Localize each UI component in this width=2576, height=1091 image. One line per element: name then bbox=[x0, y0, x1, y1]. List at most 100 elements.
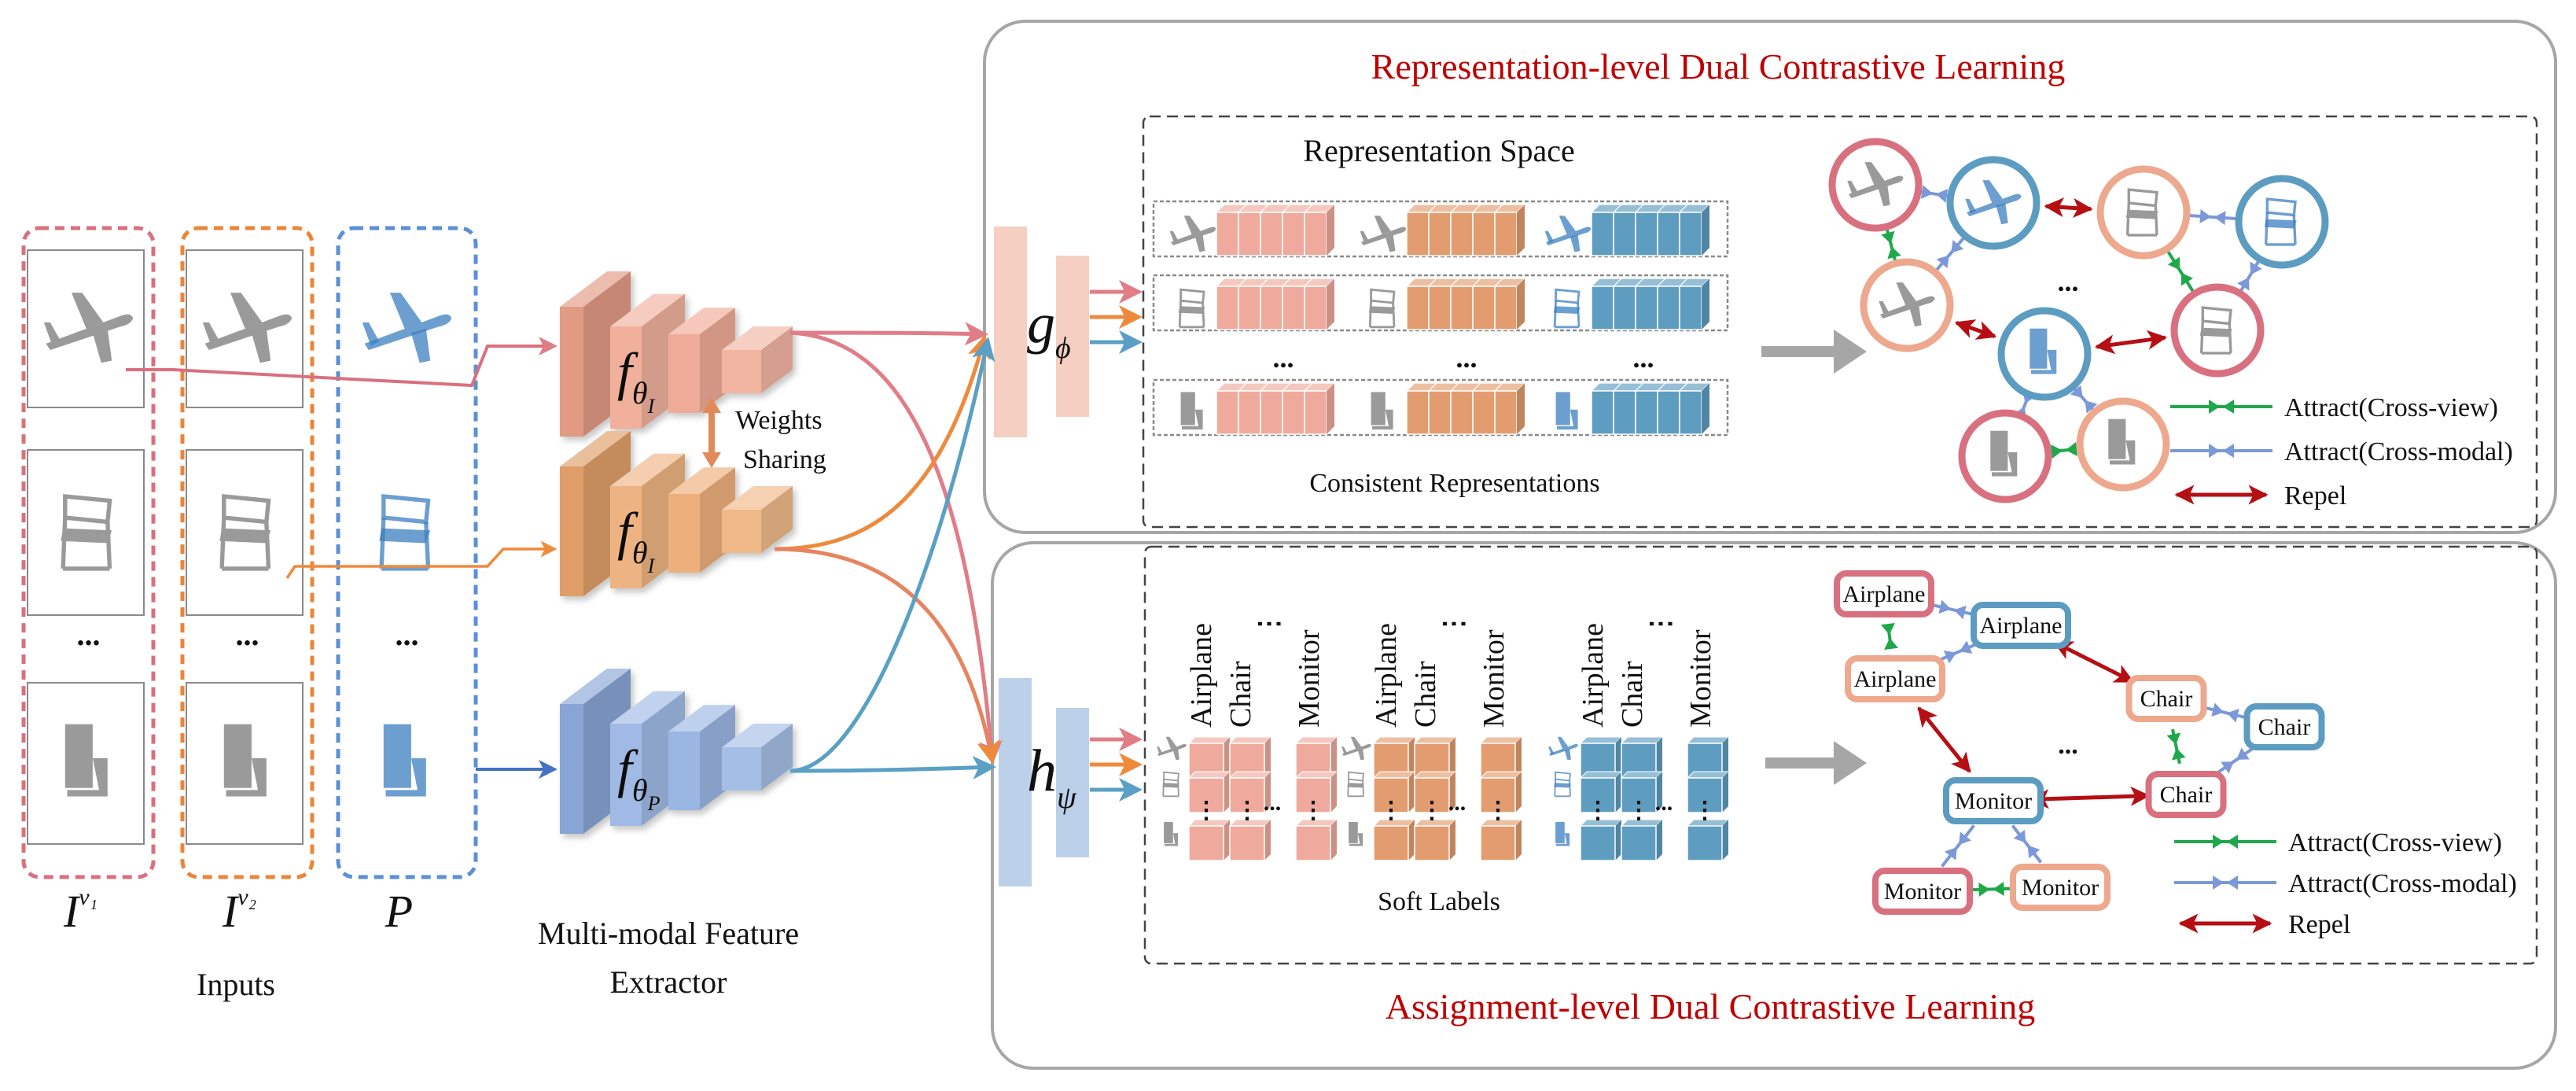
view1-to-g-arrow bbox=[789, 322, 988, 346]
node-label: Chair bbox=[2258, 714, 2311, 740]
node-box bbox=[2125, 675, 2207, 722]
cube-side bbox=[1408, 737, 1415, 778]
airplane-wing-shape bbox=[410, 329, 431, 363]
vector-cell bbox=[1428, 390, 1452, 435]
cube-side bbox=[1449, 772, 1455, 813]
graph-node-airplane bbox=[1860, 258, 1954, 352]
airplane-body-shape bbox=[1967, 194, 2022, 216]
edge-attract-view bbox=[2051, 441, 2077, 459]
inputs-caption: Inputs bbox=[197, 967, 275, 1002]
monitor-icon bbox=[1555, 821, 1570, 846]
input-column-view1: ...Iv₁ bbox=[21, 226, 156, 937]
airplane-body-shape bbox=[1171, 227, 1216, 245]
cube-side bbox=[1615, 772, 1621, 813]
vector-cell bbox=[1450, 212, 1474, 256]
vertical-ellipsis: ⋮ bbox=[1627, 798, 1650, 824]
monitor-stand-shape bbox=[226, 757, 267, 797]
chair-seat-shape bbox=[61, 528, 112, 544]
repel-arrow-icon bbox=[1954, 319, 1997, 340]
vector-cell bbox=[1406, 212, 1430, 256]
repel-arrow-icon bbox=[1917, 706, 1971, 773]
cube-top bbox=[1479, 736, 1523, 744]
airplane-wing-shape bbox=[1558, 216, 1576, 234]
vector-cell-side bbox=[1327, 205, 1334, 256]
attract-head-icon bbox=[1881, 230, 1895, 244]
vector-cell bbox=[1635, 286, 1658, 330]
chair-seat-shape bbox=[2264, 219, 2297, 229]
edge-attract-view bbox=[2170, 400, 2272, 414]
airplane-body-shape bbox=[1880, 296, 1935, 319]
input-to-encoder-arrow-view1 bbox=[126, 337, 558, 388]
vector-cell bbox=[1428, 286, 1452, 330]
layer-top-face bbox=[560, 271, 631, 307]
cube-side bbox=[1615, 737, 1621, 778]
attract-line bbox=[1935, 237, 1965, 271]
chair-leg-shape bbox=[1368, 300, 1396, 329]
vector-cell bbox=[1282, 212, 1305, 256]
chair-icon bbox=[1368, 288, 1396, 329]
weights-sharing-line1: Weights bbox=[735, 406, 822, 435]
attract-head-icon bbox=[2214, 211, 2226, 226]
attract-head-icon bbox=[2211, 702, 2225, 717]
chair-seat-shape bbox=[1368, 306, 1396, 314]
monitor-icon bbox=[383, 724, 426, 797]
class-label: ⋮ bbox=[1440, 610, 1469, 637]
graph-node-chair bbox=[2096, 165, 2191, 260]
cube-side bbox=[1330, 820, 1337, 861]
class-label: Monitor bbox=[1684, 629, 1717, 728]
airplane-tail-shape bbox=[1965, 198, 1976, 214]
assignment-node-monitor: Monitor bbox=[1872, 868, 1973, 915]
edge-repel bbox=[1954, 319, 1997, 340]
monitor-screen-shape bbox=[223, 724, 252, 788]
input-column-view2: ...Iv₂ bbox=[180, 226, 315, 937]
cube-top bbox=[1187, 771, 1231, 779]
airplane-tail-shape bbox=[43, 322, 61, 346]
chair-leg-shape bbox=[1178, 300, 1205, 329]
g-head-subscript: ϕ bbox=[1055, 332, 1071, 365]
edge-repel bbox=[1917, 706, 1971, 773]
chair-leg-shape bbox=[61, 517, 112, 571]
node-label: Airplane bbox=[1843, 581, 1926, 607]
cube-top bbox=[1620, 736, 1664, 744]
vertical-ellipsis: ⋮ bbox=[1693, 798, 1717, 824]
monitor-stand-shape bbox=[1182, 409, 1203, 429]
assignment-node-chair: Chair bbox=[2243, 703, 2325, 750]
view2-to-g-arrow bbox=[774, 334, 991, 551]
layer-block bbox=[722, 724, 793, 791]
input-image-frame bbox=[27, 249, 145, 408]
vector-cell bbox=[1494, 212, 1518, 256]
encoder-view1: fθI bbox=[560, 271, 793, 437]
legend-label: Attract(Cross-view) bbox=[2284, 393, 2498, 422]
chair-back-shape bbox=[1370, 288, 1396, 304]
node-label: Chair bbox=[2160, 782, 2213, 808]
vector-cell bbox=[1450, 286, 1474, 330]
airplane-wing-shape bbox=[1172, 749, 1179, 761]
soft-label-cube bbox=[1480, 825, 1516, 861]
graph-node-chair bbox=[2235, 175, 2329, 269]
cube-side bbox=[1408, 772, 1415, 813]
airplane-icon bbox=[1157, 736, 1187, 761]
airplane-body-shape bbox=[1849, 175, 1904, 198]
edge-attract-view bbox=[1881, 622, 1898, 651]
cube-top bbox=[1579, 771, 1623, 779]
monitor-stand-shape bbox=[1557, 409, 1578, 429]
monitor-icon bbox=[1990, 430, 2018, 477]
point-to-h-arrow bbox=[789, 755, 996, 780]
edge-repel bbox=[2052, 640, 2135, 684]
attract-head-icon bbox=[2250, 261, 2262, 275]
airplane-icon bbox=[202, 293, 293, 363]
cube-top bbox=[1413, 736, 1457, 744]
legend-label: Attract(Cross-modal) bbox=[2288, 869, 2517, 898]
soft-label-cube bbox=[1295, 825, 1331, 861]
node-box bbox=[2010, 864, 2110, 911]
assignment-node-airplane: Airplane bbox=[1845, 655, 1945, 702]
vector-cell bbox=[1450, 390, 1474, 435]
representation-vector bbox=[1215, 382, 1336, 435]
vector-cell bbox=[1494, 286, 1518, 330]
graph-node-chair bbox=[2170, 283, 2265, 378]
soft-label-cube bbox=[1621, 825, 1657, 861]
chair-icon bbox=[1162, 771, 1179, 798]
repel-arrow-icon bbox=[2029, 786, 2151, 809]
